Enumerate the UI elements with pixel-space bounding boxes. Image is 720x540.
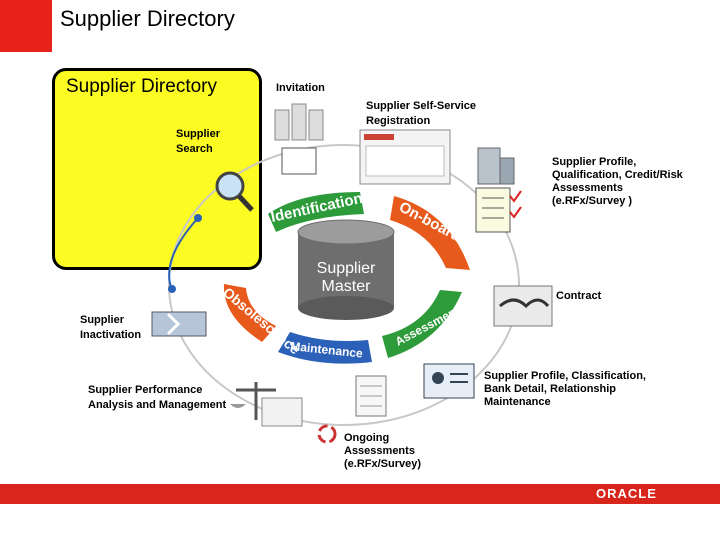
callout-ongoing: Ongoing Assessments (e.RFx/Survey)	[344, 432, 421, 471]
callout-inactivation-line1: Supplier	[80, 314, 125, 326]
refresh-cycle-icon	[317, 424, 337, 444]
callout-search: Supplier Search	[176, 128, 220, 156]
callout-inactivation-line2: Inactivation	[80, 329, 142, 341]
supplier-master-cylinder	[297, 219, 395, 320]
callout-invitation: Invitation	[276, 82, 325, 94]
supplier-master-label-line2: Master	[321, 278, 371, 295]
callout-performance-line1: Supplier Performance	[88, 384, 203, 396]
callout-profile: Supplier Profile, Qualification, Credit/…	[552, 156, 683, 208]
callout-performance: Supplier Performance Analysis and Manage…	[88, 384, 226, 412]
callout-contract: Contract	[556, 290, 602, 302]
assessment-arc	[382, 290, 462, 358]
scales-icon	[230, 382, 303, 427]
orbit-ring	[168, 144, 520, 426]
supplier-master-label-line1: Supplier	[316, 260, 376, 277]
ring-label-ampersand: &	[374, 344, 383, 359]
magnifier-icon	[215, 171, 254, 212]
orbit-arc-left	[168, 217, 199, 291]
footer-bar	[0, 484, 720, 504]
orbit-node-bottom	[168, 285, 176, 293]
callout-ongoing-line2: Assessments	[344, 445, 415, 457]
brand-red-block	[0, 0, 52, 52]
form-icon	[281, 129, 451, 185]
callout-self-service: Supplier Self-Service Registration	[366, 100, 476, 128]
identification-arc	[268, 192, 364, 232]
supplier-directory-panel	[52, 68, 262, 270]
invitation-people-icon	[274, 103, 324, 141]
callout-profile-line2: Qualification, Credit/Risk	[552, 169, 683, 181]
callout-classification: Supplier Profile, Classification, Bank D…	[484, 370, 646, 409]
maintenance-arc	[278, 332, 372, 364]
callout-classification-line1: Supplier Profile, Classification,	[484, 370, 646, 382]
callout-profile-line4: (e.RFx/Survey )	[552, 195, 633, 207]
ring-label-assessment: Assessment	[393, 303, 462, 349]
checklist-icon	[475, 187, 522, 233]
server-icon	[477, 147, 515, 185]
callout-search-line1: Supplier	[176, 128, 221, 140]
callout-search-line2: Search	[176, 143, 213, 155]
obsolescence-arc	[223, 284, 276, 342]
callout-inactivation: Supplier Inactivation	[80, 314, 141, 342]
callout-classification-line3: Maintenance	[484, 396, 551, 408]
supplier-master-label: Supplier Master	[306, 260, 386, 296]
handshake-icon	[493, 285, 553, 327]
callout-self-service-line2: Registration	[366, 115, 431, 127]
supplier-directory-panel-title: Supplier Directory	[66, 76, 217, 97]
callout-ongoing-line3: (e.RFx/Survey)	[344, 458, 422, 470]
page-title: Supplier Directory	[60, 6, 235, 31]
callout-ongoing-line1: Ongoing	[344, 432, 390, 444]
callout-profile-line3: Assessments	[552, 182, 623, 194]
onboarding-arc	[390, 196, 470, 270]
callout-self-service-line1: Supplier Self-Service	[366, 100, 477, 112]
oracle-logo: ORACLE	[596, 486, 657, 501]
inactivation-icon	[151, 311, 207, 337]
document-grid-icon	[355, 375, 387, 417]
callout-classification-line2: Bank Detail, Relationship	[484, 383, 617, 395]
contact-card-icon	[423, 363, 475, 399]
orbit-node-top	[194, 214, 202, 222]
callout-profile-line1: Supplier Profile,	[552, 156, 637, 168]
callout-performance-line2: Analysis and Management	[88, 399, 227, 411]
